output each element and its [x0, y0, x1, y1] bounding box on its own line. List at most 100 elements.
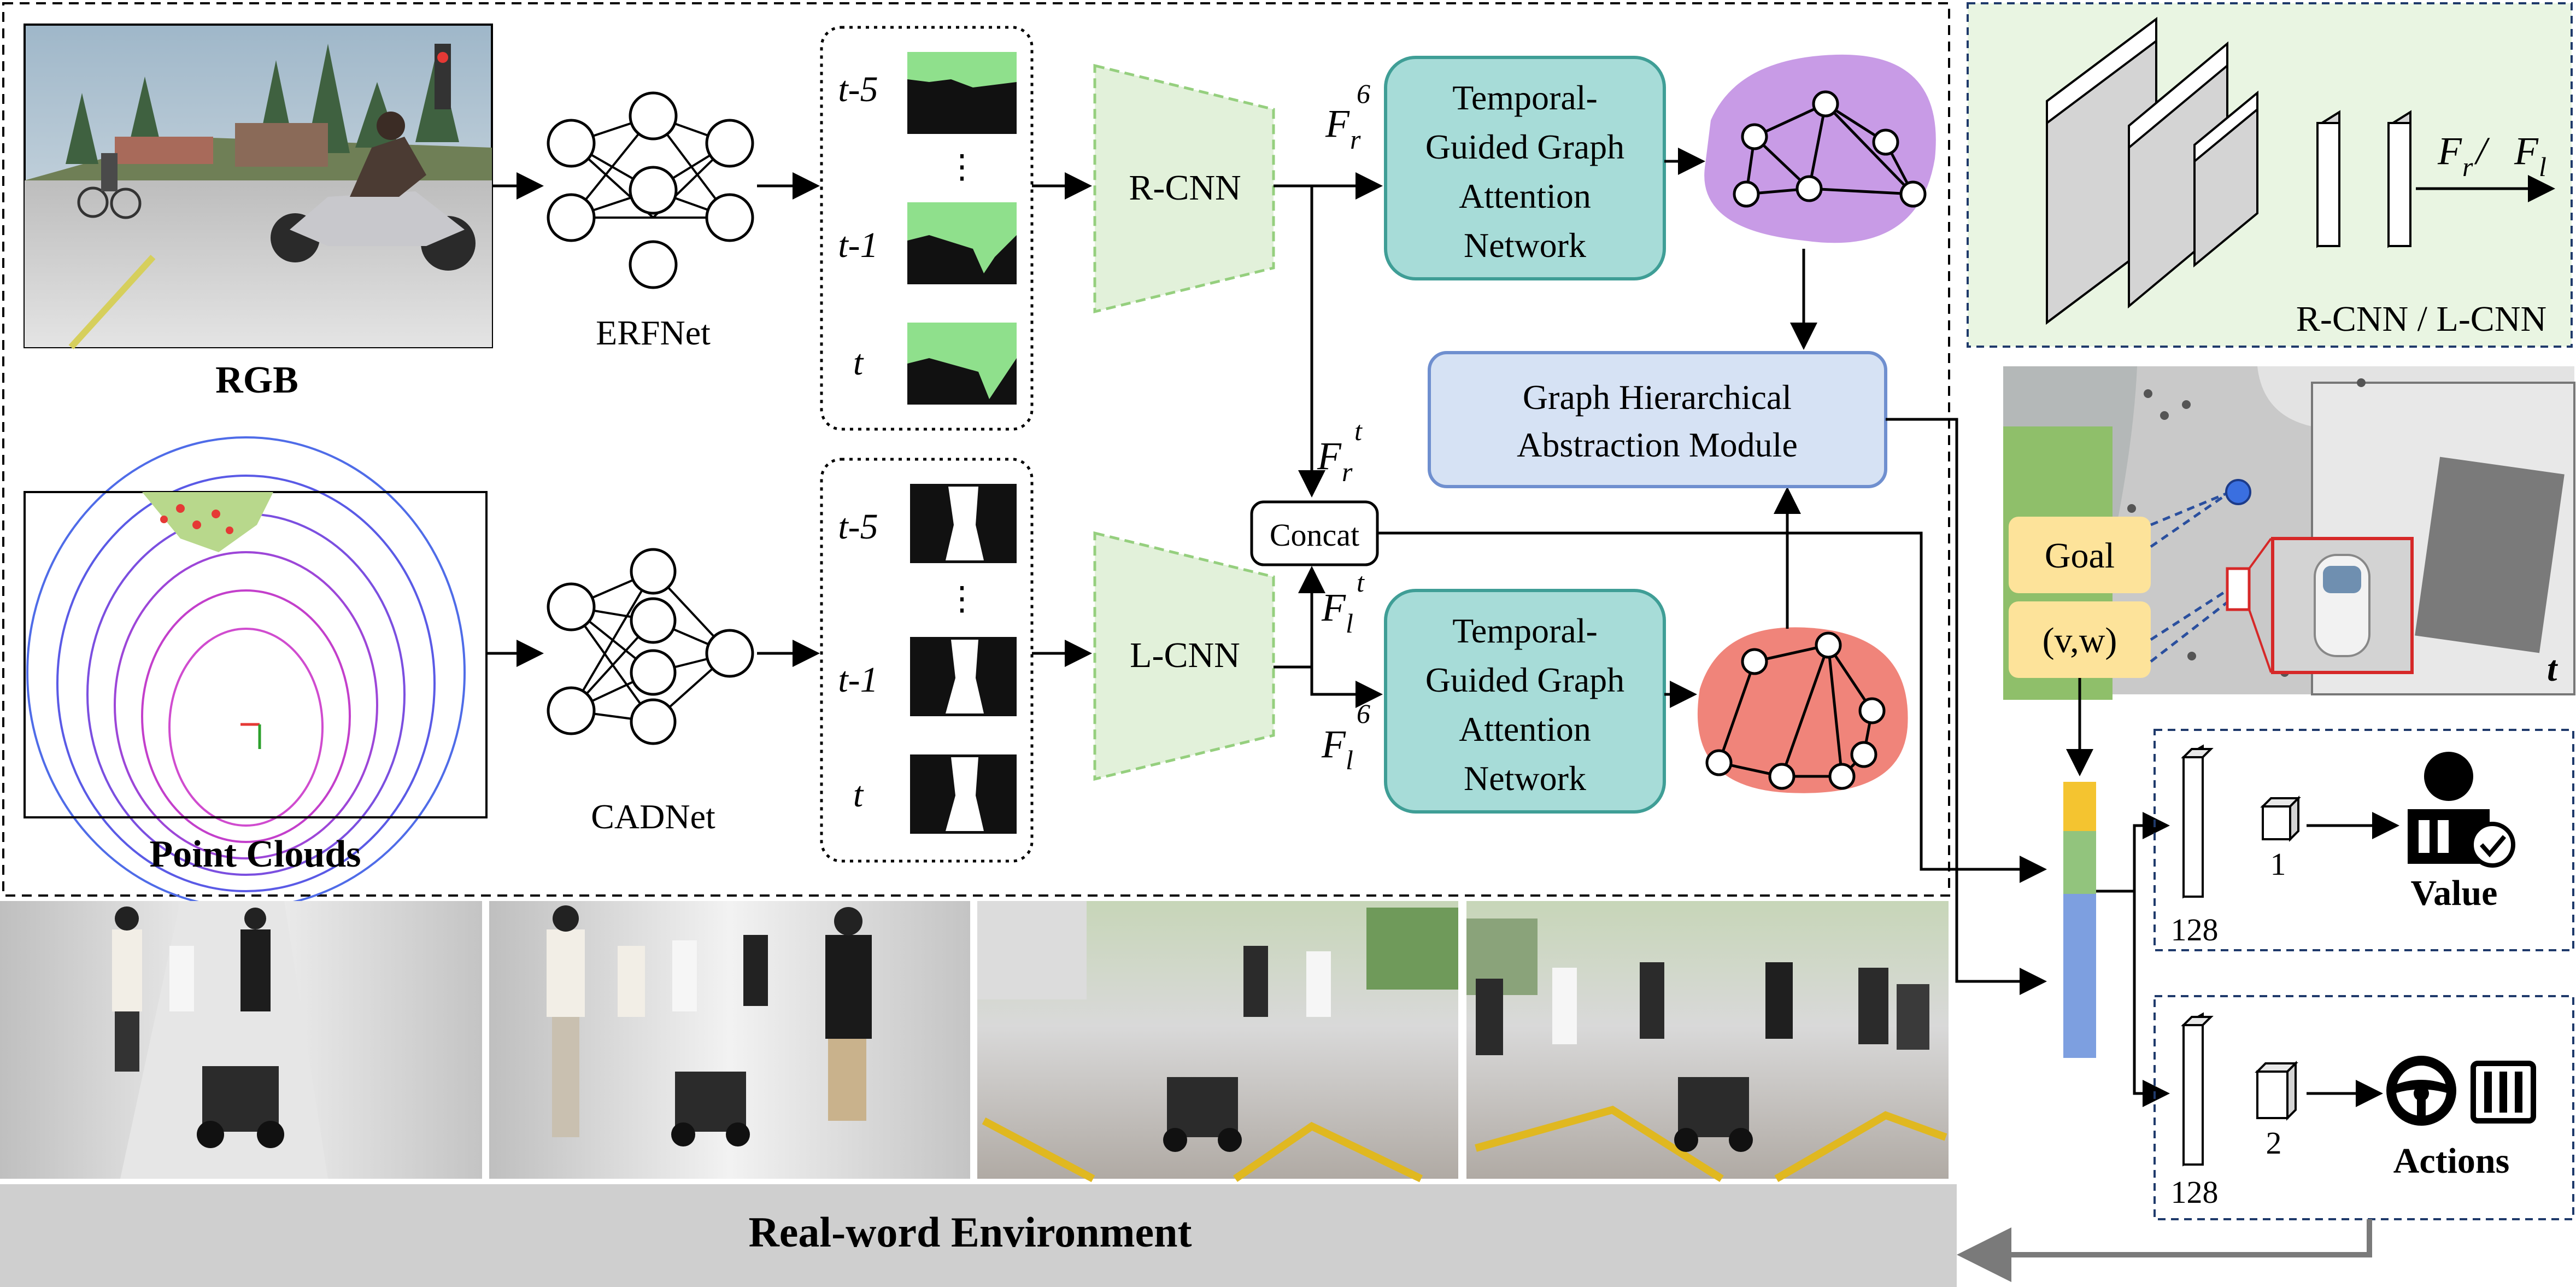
graph-purple — [1704, 54, 1936, 243]
rgb-label: RGB — [215, 359, 298, 401]
scene-goal-box — [2009, 517, 2151, 593]
rgb-mask-t — [907, 323, 1017, 405]
real-world-photo-4 — [1466, 901, 1949, 1183]
scene-velocity-box — [2009, 601, 2151, 678]
cnn-inset-fc1 — [2316, 122, 2340, 247]
scene-zoom-inset — [2271, 537, 2414, 674]
svg-text:r: r — [1350, 124, 1361, 155]
scene-zoom-line-top — [2248, 537, 2272, 570]
pc-mask-t-1 — [910, 637, 1017, 716]
cnn-inset-caption: R-CNN / L-CNN — [2296, 299, 2546, 339]
cnn-inset-fc2 — [2387, 122, 2411, 247]
pc-frame-stack — [820, 458, 1034, 863]
arrow-bar-to-value — [2096, 812, 2170, 893]
arrow-lcnn-to-tgat — [1310, 667, 1383, 708]
svg-text:Network: Network — [1464, 226, 1586, 265]
fused-bar-yellow — [2063, 782, 2096, 831]
svg-text:F: F — [2514, 129, 2539, 173]
value-fc-128 — [2181, 744, 2214, 899]
svg-text:l: l — [1346, 745, 1353, 775]
concat-label: Concat — [1270, 517, 1359, 553]
environment-label: Real-word Environment — [748, 1208, 1192, 1256]
actions-dim-big: 128 — [2171, 1174, 2219, 1210]
svg-text:Graph Hierarchical: Graph Hierarchical — [1523, 378, 1792, 417]
rgb-image — [24, 24, 493, 350]
concat-output-line — [1377, 531, 2047, 883]
feature-label-frt: F r t — [1317, 416, 1363, 487]
svg-text:l: l — [1346, 608, 1353, 639]
svg-text:F: F — [1325, 102, 1350, 145]
tgat-upper-box — [1384, 56, 1666, 280]
svg-text:Abstraction Module: Abstraction Module — [1517, 425, 1798, 464]
motorcycle — [271, 112, 476, 271]
scene-zoom-line-bottom — [2248, 609, 2272, 673]
rgb-mask-t-1 — [907, 202, 1017, 284]
value-dim-small: 1 — [2270, 846, 2286, 882]
erfnet-label: ERFNet — [596, 313, 711, 352]
rgb-frame-stack — [820, 26, 1034, 431]
lcnn-block — [1093, 531, 1275, 781]
point-cloud-image — [24, 436, 488, 909]
svg-text:F: F — [1317, 434, 1342, 478]
gham-output-line — [1886, 418, 2047, 995]
value-person-icon — [2408, 752, 2515, 868]
point-clouds-label: Point Clouds — [149, 833, 361, 875]
arrow-bar-to-actions — [2096, 890, 2170, 1107]
svg-text:F: F — [2437, 129, 2462, 173]
rcnn-label: R-CNN — [1129, 168, 1241, 208]
scene-time-label: t — [2547, 649, 2558, 689]
value-head-panel — [2153, 729, 2574, 951]
real-world-photo-2 — [489, 901, 970, 1179]
svg-text:Temporal-: Temporal- — [1452, 611, 1598, 650]
svg-text:Network: Network — [1464, 759, 1586, 798]
cadnet-network-icon — [547, 548, 754, 745]
pc-frame-ellipsis: ⋮ — [946, 581, 978, 617]
rgb-frame-label-t-5: t-5 — [838, 69, 878, 109]
tgat-lower-label: Temporal- Guided Graph Attention Network — [1425, 611, 1624, 798]
svg-text:F: F — [1321, 722, 1346, 766]
lcnn-label: L-CNN — [1130, 635, 1240, 675]
svg-text:Attention: Attention — [1459, 710, 1591, 748]
rgb-frame-ellipsis: ⋮ — [946, 149, 978, 185]
graph-red — [1697, 627, 1908, 793]
real-world-photo-3 — [977, 901, 1458, 1183]
scene-goal-label: Goal — [2045, 536, 2115, 576]
value-fc-1 — [2260, 795, 2301, 842]
svg-text:r: r — [2462, 151, 2473, 182]
cadnet-label: CADNet — [591, 797, 715, 836]
gham-label: Graph Hierarchical Abstraction Module — [1517, 378, 1798, 464]
steering-wheel-icon — [2386, 1056, 2456, 1126]
scene-goal-marker — [2225, 479, 2251, 505]
pc-frame-label-t-5: t-5 — [838, 507, 878, 547]
pc-mask-t-5 — [910, 484, 1017, 563]
rgb-frame-label-t: t — [853, 343, 864, 383]
tgat-lower-box — [1384, 589, 1666, 814]
main-dashed-frame — [2, 2, 1950, 897]
pc-frame-label-t: t — [853, 775, 864, 815]
svg-text:l: l — [2539, 151, 2546, 182]
fused-bar-green — [2063, 831, 2096, 894]
actions-fc-128 — [2181, 1012, 2214, 1167]
arrow-actions-to-environment — [1957, 1219, 2372, 1282]
value-label: Value — [2411, 873, 2498, 913]
gham-box — [1428, 351, 1887, 488]
svg-text:Attention: Attention — [1459, 177, 1591, 215]
svg-text:t: t — [1357, 567, 1365, 598]
feature-label-flt: F l t — [1321, 567, 1365, 639]
cnn-inset-layers — [2046, 17, 2411, 325]
svg-text:r: r — [1342, 457, 1353, 487]
actions-dim-small: 2 — [2266, 1125, 2282, 1161]
svg-text:Guided Graph: Guided Graph — [1425, 660, 1624, 699]
pc-frame-label-t-1: t-1 — [838, 660, 878, 700]
fused-bar-blue — [2063, 894, 2096, 1058]
scene-dashed-guides — [2150, 490, 2237, 663]
tgat-upper-label: Temporal- Guided Graph Attention Network — [1425, 78, 1624, 265]
real-world-photo-1 — [0, 901, 482, 1179]
pc-mask-t — [910, 754, 1017, 834]
svg-text:6: 6 — [1357, 698, 1370, 729]
environment-bar — [0, 1184, 1957, 1287]
value-dim-big: 128 — [2171, 912, 2219, 947]
svg-text:6: 6 — [1357, 78, 1370, 109]
feature-label-fr6: F r 6 — [1325, 78, 1370, 155]
